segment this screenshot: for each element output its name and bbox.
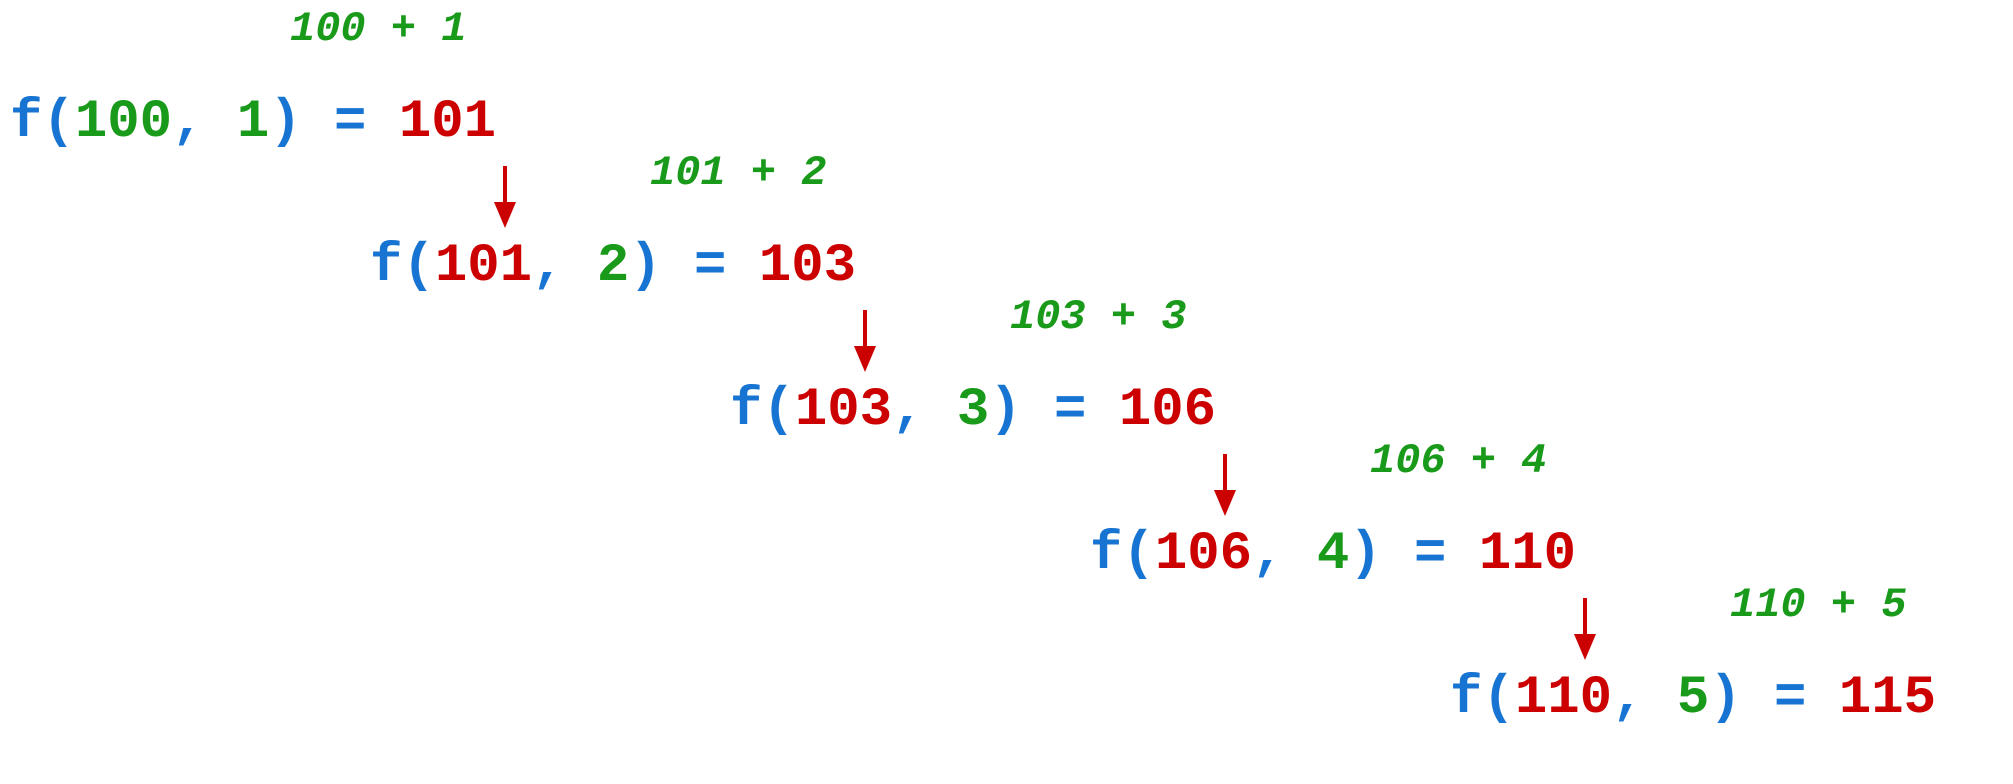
function-name: f (370, 236, 403, 297)
step-equation: f(106, 4) = 110 (1090, 528, 1576, 582)
step-5: 110 + 5 f(110, 5) = 115 (1450, 584, 2013, 784)
down-arrow-icon (494, 166, 516, 230)
equals-sign: = (661, 236, 759, 297)
open-paren: ( (1122, 524, 1155, 585)
down-arrow-icon (854, 310, 876, 374)
step-annotation: 101 + 2 (650, 149, 827, 197)
equals-sign: = (1021, 380, 1119, 441)
down-arrow-icon (1574, 598, 1596, 662)
open-paren: ( (42, 92, 75, 153)
step-4: 106 + 4 f(106, 4) = 110 (1090, 437, 1990, 660)
step-3: 103 + 3 f(103, 3) = 106 (730, 293, 1630, 516)
recursion-diagram: 100 + 1 f(100, 1) = 101 101 + 2 f(101, 2… (10, 5, 1990, 726)
close-paren: ) (1349, 524, 1382, 585)
second-argument: 4 (1316, 524, 1350, 585)
function-name: f (1090, 524, 1123, 585)
first-argument: 103 (794, 380, 893, 441)
open-paren: ( (402, 236, 435, 297)
equals-sign: = (301, 92, 399, 153)
close-paren: ) (1709, 668, 1742, 729)
first-argument: 110 (1514, 668, 1613, 729)
step-equation: f(110, 5) = 115 (1450, 672, 1936, 726)
result-value: 110 (1478, 524, 1577, 585)
function-name: f (1450, 668, 1483, 729)
comma: , (1252, 524, 1317, 585)
result-value: 101 (398, 92, 497, 153)
comma: , (1612, 668, 1677, 729)
comma: , (892, 380, 957, 441)
step-1: 100 + 1 f(100, 1) = 101 (10, 5, 910, 228)
step-equation: f(101, 2) = 103 (370, 240, 856, 294)
result-value: 106 (1118, 380, 1217, 441)
second-argument: 2 (596, 236, 630, 297)
result-value: 115 (1838, 668, 1937, 729)
step-annotation: 106 + 4 (1370, 437, 1547, 485)
first-argument: 106 (1154, 524, 1253, 585)
function-name: f (10, 92, 43, 153)
step-annotation: 103 + 3 (1010, 293, 1187, 341)
close-paren: ) (989, 380, 1022, 441)
equals-sign: = (1741, 668, 1839, 729)
comma: , (532, 236, 597, 297)
open-paren: ( (1482, 668, 1515, 729)
open-paren: ( (762, 380, 795, 441)
first-argument: 100 (74, 92, 173, 153)
step-equation: f(100, 1) = 101 (10, 96, 496, 150)
close-paren: ) (269, 92, 302, 153)
step-annotation: 110 + 5 (1730, 581, 1907, 629)
second-argument: 3 (956, 380, 990, 441)
comma: , (172, 92, 237, 153)
function-name: f (730, 380, 763, 441)
step-2: 101 + 2 f(101, 2) = 103 (370, 149, 1270, 372)
step-annotation: 100 + 1 (290, 5, 467, 53)
down-arrow-icon (1214, 454, 1236, 518)
result-value: 103 (758, 236, 857, 297)
second-argument: 5 (1676, 668, 1710, 729)
close-paren: ) (629, 236, 662, 297)
equals-sign: = (1381, 524, 1479, 585)
first-argument: 101 (434, 236, 533, 297)
step-equation: f(103, 3) = 106 (730, 384, 1216, 438)
second-argument: 1 (236, 92, 270, 153)
